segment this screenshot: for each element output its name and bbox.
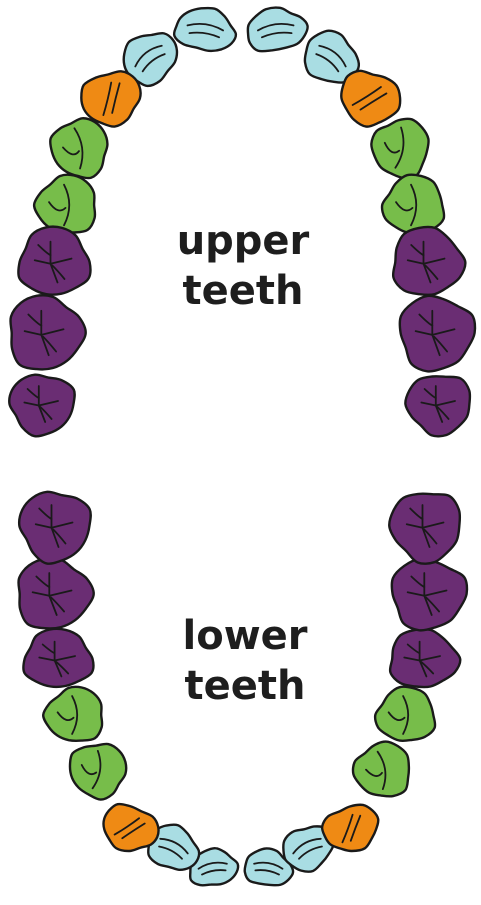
upper-teeth-label: upper teeth bbox=[143, 216, 343, 316]
tooth-crown bbox=[23, 629, 93, 687]
lower-left-molar-tooth-7 bbox=[18, 558, 93, 628]
upper-right-molar-tooth-6 bbox=[393, 227, 465, 295]
lower-left-molar-tooth-6 bbox=[23, 629, 93, 687]
lower-right-molar-tooth-7 bbox=[392, 559, 467, 631]
upper-left-molar-tooth-7 bbox=[10, 295, 85, 369]
tooth-crown bbox=[245, 3, 311, 53]
tooth-crown bbox=[47, 115, 112, 183]
upper-label-line2: teeth bbox=[143, 266, 343, 316]
tooth-crown bbox=[349, 739, 413, 802]
tooth-crown bbox=[375, 687, 435, 741]
lower-right-molar-tooth-6 bbox=[390, 629, 460, 687]
upper-left-molar-tooth-6 bbox=[18, 227, 90, 295]
tooth-crown bbox=[393, 227, 465, 295]
upper-right-molar-tooth-7 bbox=[400, 296, 475, 372]
lower-label-line1: lower bbox=[145, 611, 345, 661]
tooth-crown bbox=[172, 3, 239, 54]
lower-label-line2: teeth bbox=[145, 661, 345, 711]
upper-label-line1: upper bbox=[143, 216, 343, 266]
lower-right-premolar-tooth-4 bbox=[349, 739, 413, 802]
tooth-crown bbox=[65, 739, 129, 802]
tooth-crown bbox=[18, 227, 90, 295]
lower-teeth-label: lower teeth bbox=[145, 611, 345, 711]
upper-left-premolar-tooth-4 bbox=[47, 115, 112, 183]
upper-left-molar-tooth-8 bbox=[9, 375, 74, 437]
upper-right-molar-tooth-8 bbox=[405, 376, 470, 436]
lower-left-premolar-tooth-4 bbox=[65, 739, 129, 802]
tooth-crown bbox=[390, 629, 460, 687]
upper-left-premolar-tooth-5 bbox=[34, 175, 95, 233]
upper-right-premolar-tooth-5 bbox=[382, 175, 444, 233]
lower-right-molar-tooth-8 bbox=[389, 494, 460, 564]
tooth-crown bbox=[382, 175, 444, 233]
lower-left-premolar-tooth-5 bbox=[43, 687, 102, 741]
upper-right-incisor-tooth-1 bbox=[245, 3, 311, 53]
lower-right-premolar-tooth-5 bbox=[375, 687, 435, 741]
upper-left-incisor-tooth-1 bbox=[172, 3, 239, 54]
lower-left-molar-tooth-8 bbox=[19, 492, 91, 564]
